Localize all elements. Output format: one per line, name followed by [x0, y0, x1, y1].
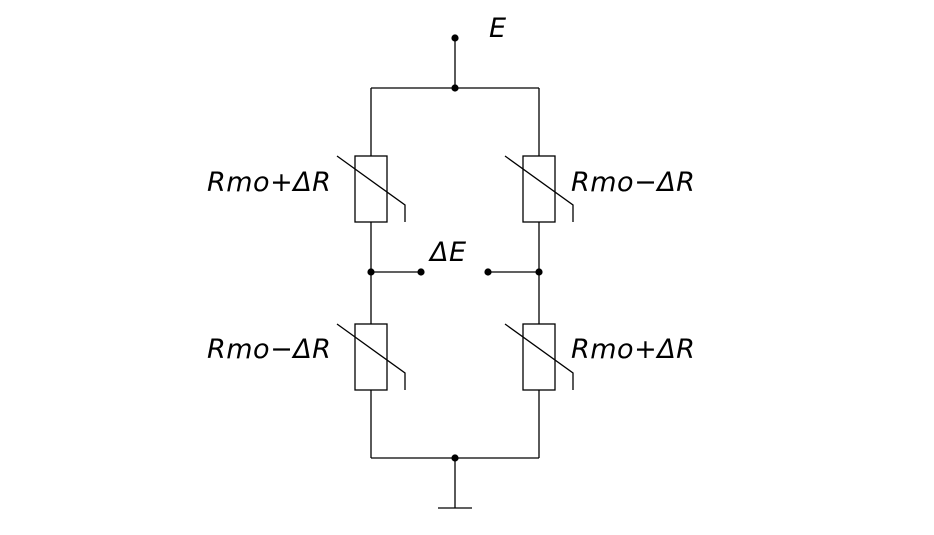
resistor-bottom-right — [504, 323, 574, 391]
resistor-bottom-left — [336, 323, 406, 391]
resistor-top-right — [504, 155, 574, 223]
supply-label: E — [489, 13, 507, 44]
resistor-bottom-right-label: Rmo+ΔR — [571, 334, 695, 365]
resistor-bottom-left-label: Rmo−ΔR — [207, 334, 331, 365]
resistor-top-left-label: Rmo+ΔR — [207, 167, 331, 198]
top-rail — [371, 84, 539, 92]
resistor-top-left — [336, 155, 406, 223]
supply-terminal — [451, 34, 459, 88]
output-label: ΔE — [428, 237, 467, 268]
ground-symbol — [438, 458, 472, 509]
output-terminals — [367, 268, 543, 276]
resistor-top-right-label: Rmo−ΔR — [571, 167, 695, 198]
